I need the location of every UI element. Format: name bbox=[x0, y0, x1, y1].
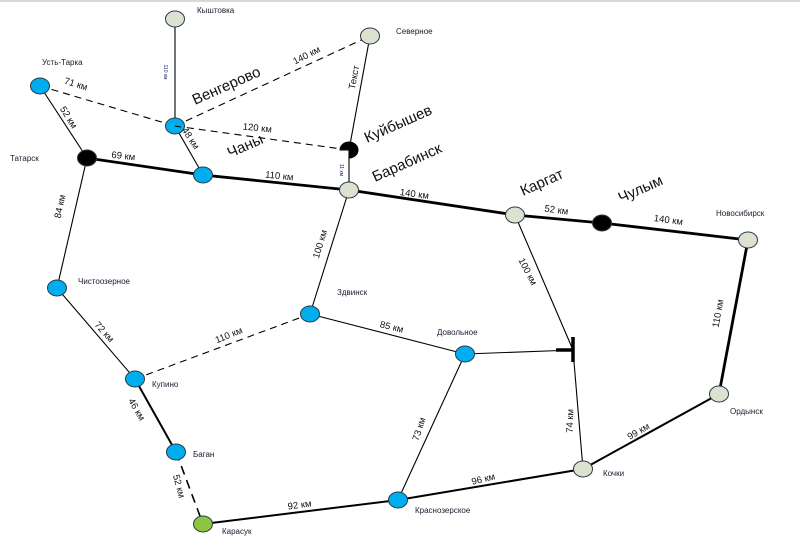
city-label-krasnozerskoe: Краснозерское bbox=[415, 506, 471, 515]
cities-layer bbox=[30, 10, 758, 533]
city-node-ust-tarka[interactable] bbox=[30, 77, 50, 95]
road-kargat-junction bbox=[514, 214, 574, 351]
distance-label: 140 км bbox=[291, 44, 322, 67]
city-label-kyshtovka: Кыштовка bbox=[197, 6, 235, 15]
road-severnoe-kuybyshev bbox=[348, 35, 371, 151]
city-node-chistoozernoe[interactable] bbox=[47, 279, 67, 297]
city-label-ordynsk: Ордынск bbox=[730, 407, 763, 416]
roads-layer bbox=[39, 19, 750, 525]
city-label-chistoozernoe: Чистоозерное bbox=[78, 277, 131, 286]
city-node-bagan[interactable] bbox=[166, 443, 186, 461]
city-label-kuybyshev: Куйбышев bbox=[362, 102, 435, 147]
road-kargat-chulym bbox=[514, 213, 603, 225]
city-node-kargat[interactable] bbox=[505, 206, 525, 224]
road-junction-kochki bbox=[572, 349, 584, 470]
city-node-chulym[interactable] bbox=[592, 214, 612, 232]
city-node-kochki[interactable] bbox=[573, 460, 593, 478]
city-label-ust-tarka: Усть-Тарка bbox=[42, 58, 83, 67]
road-novosibirsk-ordynsk bbox=[717, 239, 750, 395]
road-barabinsk-zdvinsk bbox=[309, 189, 350, 315]
city-node-kupino[interactable] bbox=[125, 370, 145, 388]
distance-label: 110 км bbox=[711, 299, 727, 329]
city-label-chulym: Чулым bbox=[616, 172, 666, 207]
distance-label: 120 км bbox=[242, 122, 272, 136]
city-label-severnoe: Северное bbox=[396, 27, 433, 36]
road-tatarsk-chany bbox=[86, 156, 204, 177]
city-node-kyshtovka[interactable] bbox=[165, 10, 185, 28]
road-kupino-zdvinsk bbox=[134, 313, 311, 380]
city-label-kochki: Кочки bbox=[603, 469, 624, 478]
city-node-zdvinsk[interactable] bbox=[300, 305, 320, 323]
vengerovo-tick bbox=[174, 125, 182, 128]
city-label-vengerovo: Венгерово bbox=[190, 63, 264, 108]
city-label-dovolnoe: Довольное bbox=[437, 328, 478, 337]
city-node-tatarsk[interactable] bbox=[77, 149, 97, 167]
distance-label: 140 км bbox=[653, 213, 683, 228]
city-node-dovolnoe[interactable] bbox=[455, 345, 475, 363]
road-krasnozerskoe-kochki bbox=[397, 468, 584, 501]
distance-label: 69 км bbox=[111, 150, 136, 163]
road-chistoozernoe-kupino bbox=[56, 287, 136, 380]
road-dovolnoe-junction bbox=[464, 349, 574, 355]
city-node-ordynsk[interactable] bbox=[709, 385, 729, 403]
distance-label: 52 км bbox=[170, 473, 187, 499]
city-node-karasuk[interactable] bbox=[193, 515, 213, 533]
road-bagan-karasuk bbox=[175, 451, 204, 525]
distance-label: Текст bbox=[347, 64, 362, 90]
distance-label: 11 км bbox=[338, 164, 344, 177]
distance-label: 92 км bbox=[287, 498, 312, 512]
road-ust-tarka-tatarsk bbox=[39, 85, 88, 159]
distance-label: 74 км bbox=[565, 409, 577, 433]
road-chulym-novosibirsk bbox=[601, 221, 749, 242]
road-vengerovo-severnoe bbox=[174, 35, 371, 127]
city-label-bagan: Баган bbox=[193, 450, 214, 459]
distance-label: 84 км bbox=[53, 194, 69, 220]
road-kochki-ordynsk bbox=[582, 393, 720, 470]
city-label-zdvinsk: Здвинск bbox=[337, 288, 368, 297]
city-node-severnoe[interactable] bbox=[360, 27, 380, 45]
road-vengerovo-chany bbox=[174, 125, 204, 176]
distance-label: 46 км bbox=[125, 397, 146, 423]
city-label-tatarsk: Татарск bbox=[10, 154, 39, 163]
distance-label: 140 км bbox=[399, 187, 429, 202]
city-label-kupino: Купино bbox=[152, 380, 179, 389]
road-dovolnoe-krasnozerskoe bbox=[397, 353, 466, 501]
distance-label: 100 км bbox=[515, 256, 538, 287]
distance-label: 110 км bbox=[265, 170, 294, 184]
road-kupino-bagan bbox=[134, 378, 177, 453]
city-node-kuybyshev[interactable] bbox=[339, 141, 359, 159]
distance-label: 85 км bbox=[379, 319, 405, 335]
city-label-kargat: Каргат bbox=[518, 166, 567, 200]
distance-label: 110 км bbox=[162, 65, 168, 81]
distance-label: 52 км bbox=[544, 203, 569, 217]
city-node-chany[interactable] bbox=[193, 166, 213, 184]
city-label-novosibirsk: Новосибирск bbox=[716, 209, 765, 218]
city-label-karasuk: Карасук bbox=[222, 527, 252, 536]
road-vengerovo-kuybyshev bbox=[174, 125, 350, 151]
city-node-krasnozerskoe[interactable] bbox=[388, 491, 408, 509]
road-zdvinsk-dovolnoe bbox=[309, 313, 466, 355]
city-label-chany: Чаны bbox=[225, 131, 266, 162]
distance-label: 71 км bbox=[63, 76, 89, 94]
road-chany-barabinsk bbox=[202, 173, 350, 192]
road-tatarsk-chistoozernoe bbox=[56, 157, 88, 289]
road-ust-tarka-vengerovo bbox=[39, 85, 176, 127]
road-karasuk-krasnozerskoe bbox=[202, 499, 399, 525]
distance-label: 100 км bbox=[311, 229, 330, 260]
top-border bbox=[0, 0, 800, 2]
city-node-barabinsk[interactable] bbox=[339, 181, 359, 199]
road-barabinsk-kargat bbox=[348, 188, 516, 217]
junction-t-mark bbox=[556, 337, 575, 362]
city-label-barabinsk: Барабинск bbox=[370, 140, 445, 186]
distance-label: 110 км bbox=[214, 325, 245, 346]
city-node-novosibirsk[interactable] bbox=[738, 231, 758, 249]
